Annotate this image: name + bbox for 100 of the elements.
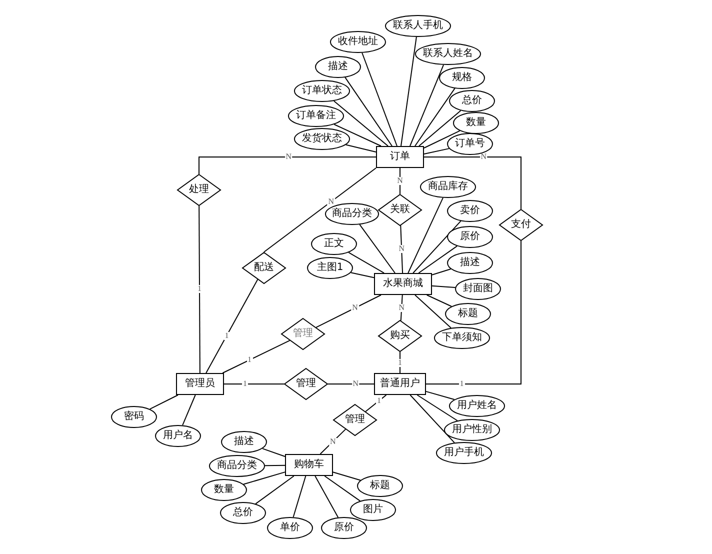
cardinality-label: N <box>396 177 404 185</box>
attribute-line <box>333 100 388 146</box>
entity-name: 普通用户 <box>380 379 420 389</box>
entity-name: 购物车 <box>294 460 324 470</box>
cardinality-label: N <box>398 304 406 312</box>
attribute-ellipse <box>415 43 481 65</box>
attribute-ellipse <box>201 479 247 501</box>
attribute-line <box>149 394 178 410</box>
attribute-ellipse <box>267 517 313 539</box>
entity-box <box>374 273 432 295</box>
cardinality-label: 1 <box>196 285 202 294</box>
attribute-line <box>426 294 452 307</box>
attribute-name: 商品库存 <box>428 182 468 192</box>
attribute-ellipse <box>288 105 344 127</box>
attribute-ellipse <box>294 128 350 150</box>
attribute-line <box>410 394 455 444</box>
entity-name: 订单 <box>390 152 410 162</box>
attribute-line <box>264 464 286 466</box>
attribute-name: 收件地址 <box>338 37 378 47</box>
attribute-name: 用户姓名 <box>457 401 497 411</box>
attribute-ellipse <box>321 517 367 539</box>
entity-name: 管理员 <box>185 379 215 389</box>
cardinality-label: 1 <box>397 358 403 366</box>
attribute-line <box>408 197 444 274</box>
relationship-diamond <box>499 209 543 241</box>
attribute-ellipse <box>311 233 357 255</box>
cardinality-label: N <box>480 153 488 161</box>
relationship-name: 支付 <box>511 220 531 230</box>
attribute-line <box>334 124 382 146</box>
attribute-name: 用户手机 <box>444 448 484 458</box>
attribute-name: 图片 <box>363 505 383 515</box>
attribute-line <box>418 110 462 146</box>
relationship-name: 管理 <box>296 379 316 389</box>
relationship-line <box>426 240 522 384</box>
attribute-ellipse <box>220 502 266 524</box>
relationship-line <box>400 225 404 274</box>
attribute-name: 描述 <box>328 62 348 72</box>
attribute-name: 描述 <box>460 258 480 268</box>
attribute-line <box>416 394 458 422</box>
relationship-name: 管理 <box>293 329 313 339</box>
attribute-line <box>414 88 456 146</box>
relationship-diamond <box>378 320 422 352</box>
attribute-ellipse <box>447 133 493 155</box>
cardinality-label: N <box>329 438 337 446</box>
attribute-name: 发货状态 <box>302 134 342 144</box>
relationship-line <box>424 156 522 210</box>
attribute-line <box>424 130 460 148</box>
relationship-diamond <box>281 318 325 350</box>
attribute-name: 订单状态 <box>302 86 342 96</box>
attribute-name: 数量 <box>466 118 486 128</box>
attribute-ellipse <box>447 200 493 222</box>
attribute-name: 单价 <box>280 523 300 533</box>
attribute-name: 联系人姓名 <box>423 49 473 59</box>
attribute-line <box>345 144 376 152</box>
attribute-line <box>362 52 398 146</box>
relationship-line <box>316 294 382 328</box>
attribute-ellipse <box>444 419 500 441</box>
relationship-name: 购买 <box>390 331 410 341</box>
attribute-name: 正文 <box>324 239 344 249</box>
attribute-name: 总价 <box>462 96 482 106</box>
attribute-ellipse <box>221 431 267 453</box>
relationship-line <box>198 205 200 374</box>
attribute-line <box>324 476 361 502</box>
cardinality-label: 1 <box>376 396 382 405</box>
attribute-ellipse <box>307 257 353 279</box>
attribute-name: 卖价 <box>460 206 480 216</box>
attribute-ellipse <box>449 395 505 417</box>
attribute-name: 订单号 <box>455 139 485 149</box>
relationship-name: 管理 <box>345 415 365 425</box>
attribute-line <box>432 268 452 276</box>
attribute-line <box>332 472 361 481</box>
attribute-line <box>359 224 396 274</box>
relationship-diamond <box>177 174 221 206</box>
attribute-name: 商品分类 <box>332 209 372 219</box>
attribute-name: 下单须知 <box>442 333 482 343</box>
attribute-line <box>344 76 392 146</box>
attribute-ellipse <box>439 67 485 89</box>
attribute-ellipse <box>447 252 493 274</box>
attribute-ellipse <box>325 203 379 225</box>
attribute-ellipse <box>155 425 201 447</box>
attribute-ellipse <box>420 176 476 198</box>
relationship-diamond <box>242 252 286 284</box>
relationship-line <box>320 428 346 454</box>
attribute-line <box>243 472 286 485</box>
attribute-ellipse <box>209 455 265 477</box>
attribute-name: 商品分类 <box>217 461 257 471</box>
attribute-line <box>418 246 458 274</box>
attribute-line <box>414 294 452 328</box>
cardinality-label: N <box>284 153 293 161</box>
attribute-name: 原价 <box>334 523 354 533</box>
entity-box <box>376 146 424 168</box>
relationship-line <box>198 156 376 174</box>
attribute-ellipse <box>455 278 501 300</box>
attribute-name: 数量 <box>214 485 234 495</box>
attribute-line <box>426 390 455 400</box>
attribute-line <box>424 148 450 154</box>
cardinality-label: N <box>351 304 359 312</box>
attribute-ellipse <box>294 80 350 102</box>
relationship-line <box>206 278 258 374</box>
relationship-diamond <box>284 368 328 400</box>
